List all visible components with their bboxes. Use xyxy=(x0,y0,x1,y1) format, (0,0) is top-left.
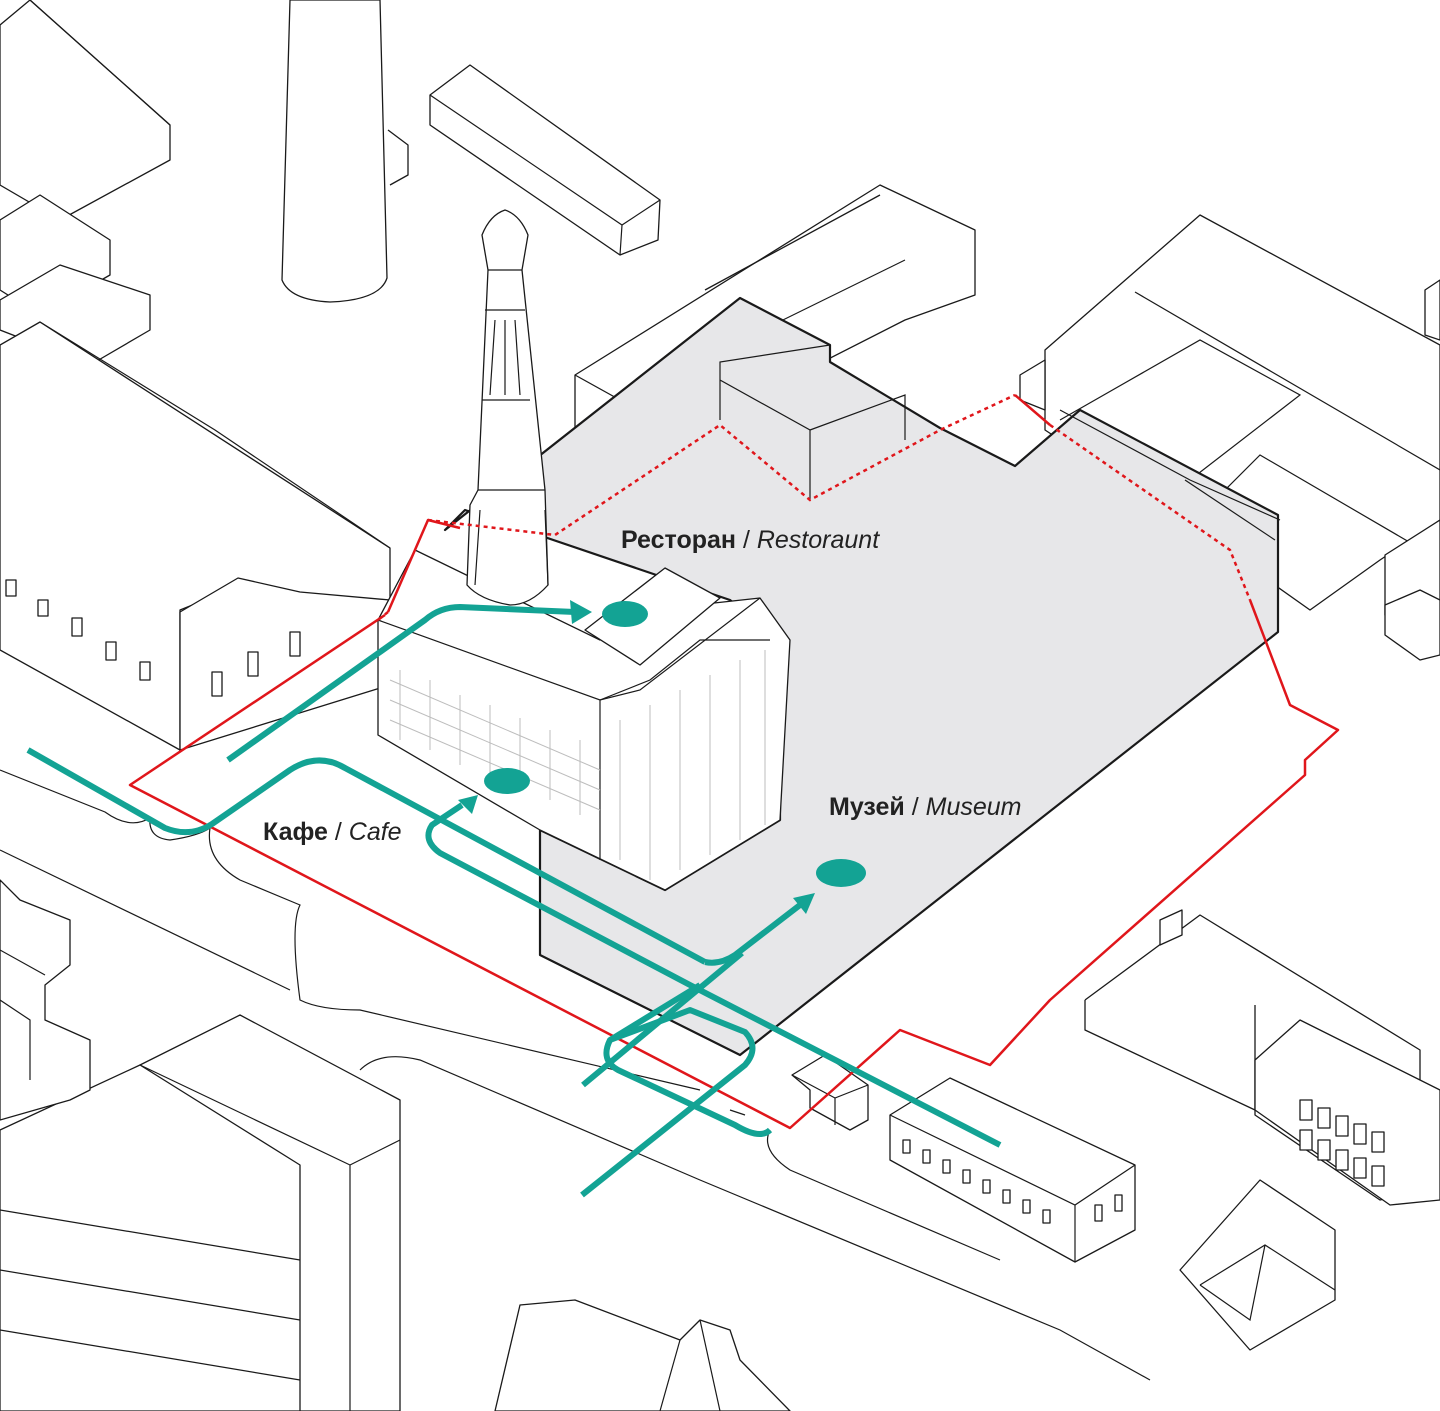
cafe-label-sep: / xyxy=(328,818,349,846)
house-windows xyxy=(902,1139,1123,1224)
arrow-museum-icon xyxy=(793,893,815,914)
route-south-link xyxy=(608,982,702,1043)
restaurant-label: Ресторан / Restoraunt xyxy=(621,526,880,554)
museum-label: Музей / Museum xyxy=(829,793,1022,821)
restaurant-marker xyxy=(602,601,648,627)
restaurant-label-en: Restoraunt xyxy=(757,526,880,554)
arrow-restaurant-icon xyxy=(570,600,592,624)
destination-markers xyxy=(484,601,866,887)
route-museum-a xyxy=(425,802,1002,1148)
museum-marker xyxy=(816,859,866,887)
route-cafe xyxy=(26,747,707,965)
factory-building xyxy=(377,549,791,891)
cafe-label-en: Cafe xyxy=(349,818,402,846)
factory-facade-pattern xyxy=(389,650,766,880)
warehouse-windows xyxy=(5,579,301,697)
office-windows xyxy=(1299,1099,1385,1187)
cafe-label-ru: Кафе xyxy=(263,818,328,846)
route-arrowheads xyxy=(458,600,815,914)
arrow-cafe-icon xyxy=(458,795,478,814)
cafe-marker xyxy=(484,768,530,794)
route-south xyxy=(580,1007,773,1198)
site-boundary xyxy=(128,393,1340,1130)
museum-label-en: Museum xyxy=(926,793,1022,821)
visitor-routes xyxy=(26,604,1002,1198)
route-restaurant xyxy=(226,604,576,763)
museum-label-sep: / xyxy=(905,793,926,821)
museum-label-ru: Музей xyxy=(829,793,905,821)
restaurant-label-sep: / xyxy=(736,526,757,554)
restaurant-label-ru: Ресторан xyxy=(621,526,736,554)
factory-chimney xyxy=(466,209,549,606)
cafe-label: Кафе / Cafe xyxy=(263,818,402,846)
site-boundary-dashed xyxy=(377,393,1252,621)
